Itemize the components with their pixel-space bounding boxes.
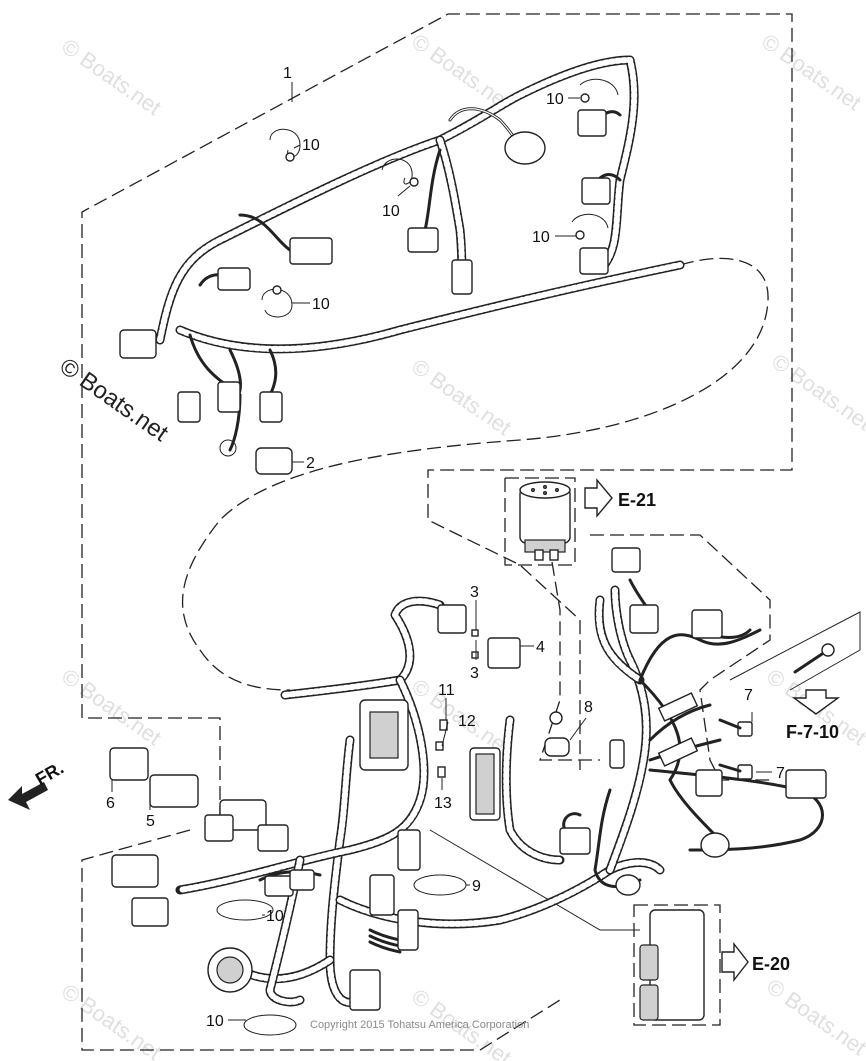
watermark-11: © Boats.net <box>762 974 866 1061</box>
clamp-5 <box>261 288 293 318</box>
connector-h <box>581 177 611 205</box>
bracket-2 <box>657 737 699 767</box>
callout-6: 6 <box>106 795 115 812</box>
connector-f <box>504 131 546 165</box>
relay-leader <box>539 561 600 761</box>
callout-10c: 10 <box>382 203 400 220</box>
watermark-main: © Boats.net <box>55 353 174 447</box>
callout-1: 1 <box>283 65 292 82</box>
callout-3b: 3 <box>470 665 479 682</box>
clip-part-13 <box>437 766 446 778</box>
ref-e20: E-20 <box>752 954 790 974</box>
callout-3a: 3 <box>470 584 479 601</box>
callout-8: 8 <box>584 699 593 716</box>
callout-10g: 10 <box>206 1013 224 1030</box>
connector-e <box>451 259 473 295</box>
lower-harness-outline <box>81 829 561 1051</box>
clamps <box>216 78 619 1036</box>
e21-box <box>504 477 576 566</box>
connector-a <box>119 329 157 359</box>
callout-2: 2 <box>306 455 315 472</box>
watermark-4: © Boats.net <box>407 354 516 441</box>
grommet-part-8 <box>544 737 570 757</box>
clamp-9 <box>413 874 467 896</box>
plug-part-5 <box>149 774 199 808</box>
relay-e21: E-21 <box>519 478 656 561</box>
connector-i <box>579 247 609 275</box>
right-harness-outline <box>590 534 771 781</box>
connector-c <box>289 237 333 265</box>
callout-11: 11 <box>438 682 455 699</box>
connector-g <box>577 109 607 137</box>
callout-10d: 10 <box>532 229 550 246</box>
callout-5: 5 <box>146 813 155 830</box>
callout-7b: 7 <box>776 765 785 782</box>
copyright: Copyright 2015 Tohatsu America Corporati… <box>310 1019 529 1031</box>
ref-f710: F-7-10 <box>786 722 839 742</box>
e20-box <box>633 904 721 1026</box>
watermarks: © Boats.net © Boats.net © Boats.net © Bo… <box>55 29 866 1061</box>
watermark-6: © Boats.net <box>57 664 166 751</box>
callout-10e: 10 <box>312 296 330 313</box>
callout-4: 4 <box>536 639 545 656</box>
cap-part-6 <box>109 747 149 781</box>
watermark-5: © Boats.net <box>767 349 866 436</box>
relay-part-4 <box>487 637 521 669</box>
connector-top <box>437 604 467 634</box>
connector-k <box>217 381 241 413</box>
assembly-outlines <box>81 13 861 1051</box>
clamp-6 <box>216 899 274 921</box>
harness-loop-outline <box>181 257 769 691</box>
upper-harness-outline <box>81 13 793 840</box>
front-arrow-icon <box>8 782 48 810</box>
wire-loop <box>219 439 237 457</box>
upper-connectors <box>119 109 611 475</box>
callout-9: 9 <box>472 878 481 895</box>
bracket-1 <box>657 692 699 722</box>
connector-j <box>177 391 201 423</box>
callout-10a: 10 <box>302 137 320 154</box>
callout-7a: 7 <box>744 687 753 704</box>
callout-10f: 10 <box>266 908 284 925</box>
clamp-7 <box>243 1014 297 1036</box>
clamp-1 <box>269 128 301 158</box>
clamp-2 <box>381 158 413 185</box>
watermark-3: © Boats.net <box>757 29 866 116</box>
ground-wire-box <box>729 611 861 691</box>
callout-10b: 10 <box>546 91 564 108</box>
ref-e21: E-21 <box>618 490 656 510</box>
clamp-4 <box>571 213 609 229</box>
cap-part-2 <box>255 447 293 475</box>
clip-part-12 <box>435 741 444 751</box>
lower-connectors: E-20 <box>109 547 827 1021</box>
e20-leader <box>429 829 640 931</box>
callouts: 1 10 10 10 10 10 2 3 3 4 5 6 7 7 8 9 10 … <box>106 65 785 1030</box>
front-label: FR. <box>32 758 67 790</box>
front-direction: FR. <box>8 758 67 810</box>
callout-13: 13 <box>434 795 452 812</box>
connector-d <box>407 227 439 253</box>
clamp-3 <box>579 78 619 96</box>
bolts-and-ground: F-7-10 <box>718 643 841 780</box>
connector-l <box>259 391 283 423</box>
watermark-9: © Boats.net <box>57 979 166 1061</box>
watermark-1: © Boats.net <box>57 34 166 121</box>
callout-12: 12 <box>458 713 476 730</box>
connector-b <box>217 267 251 291</box>
ring-terminal <box>549 711 563 725</box>
